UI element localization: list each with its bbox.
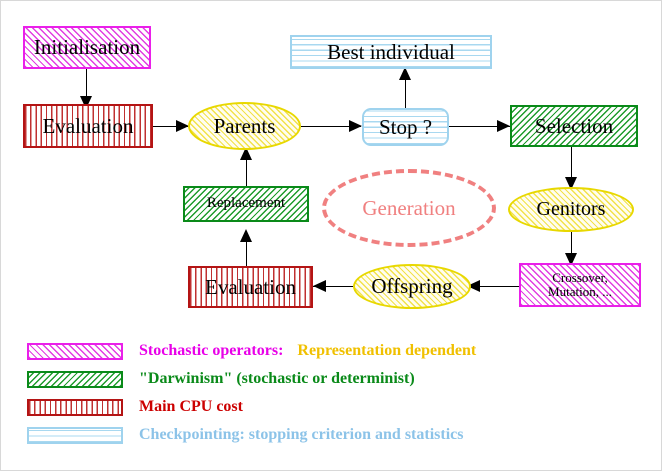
legend-label-darwinism-text: "Darwinism" (stochastic or determinist) xyxy=(139,370,415,387)
legend-label-darwinism: "Darwinism" (stochastic or determinist) xyxy=(139,370,415,388)
legend-row-stochastic-operators: Stochastic operators: Representation dep… xyxy=(1,337,661,365)
edge-evaluation-replacement xyxy=(246,231,247,267)
node-initialisation[interactable]: Initialisation xyxy=(23,26,151,69)
legend-swatch-green-diagonal-hatch-icon xyxy=(27,370,123,388)
node-parents[interactable]: Parents xyxy=(188,102,301,150)
node-stop[interactable]: Stop ? xyxy=(362,108,449,146)
node-selection-label: Selection xyxy=(534,113,614,138)
node-evaluation-top-label: Evaluation xyxy=(42,113,134,138)
edge-evaluation-parents xyxy=(153,126,193,127)
node-generation-label: Generation xyxy=(362,195,456,220)
legend-label-representation-dependent-text: Representation dependent xyxy=(297,342,477,359)
legend-label-main-cpu-cost-text: Main CPU cost xyxy=(139,398,243,415)
node-crossover-label-line1: Crossover, xyxy=(552,270,608,286)
node-genitors-label: Genitors xyxy=(536,198,606,220)
legend-label-stochastic-operators: Stochastic operators: Representation dep… xyxy=(139,342,476,360)
legend-label-main-cpu-cost: Main CPU cost xyxy=(139,398,243,416)
arrowhead-right-stop xyxy=(349,120,362,132)
arrowhead-up-replacement xyxy=(240,229,252,242)
edge-offspring-evaluation xyxy=(313,286,365,287)
node-generation: Generation xyxy=(322,169,496,247)
node-genitors[interactable]: Genitors xyxy=(508,187,634,232)
node-evaluation-bottom[interactable]: Evaluation xyxy=(188,266,313,308)
node-offspring-label: Offspring xyxy=(371,274,453,299)
legend-row-darwinism: "Darwinism" (stochastic or determinist) xyxy=(1,365,661,393)
node-evaluation-bottom-label: Evaluation xyxy=(205,274,296,299)
node-best-individual[interactable]: Best individual xyxy=(290,35,492,69)
arrowhead-right-selection xyxy=(497,120,510,132)
edge-stop-selection xyxy=(449,126,511,127)
edge-parents-stop xyxy=(301,126,361,127)
arrowhead-right-parents xyxy=(176,120,189,132)
node-initialisation-label: Initialisation xyxy=(33,35,141,60)
node-selection[interactable]: Selection xyxy=(510,105,638,147)
node-replacement-label: Replacement xyxy=(206,195,286,212)
legend-row-main-cpu-cost: Main CPU cost xyxy=(1,393,661,421)
legend-label-checkpointing-text: Checkpointing: stopping criterion and st… xyxy=(139,426,464,443)
legend-row-checkpointing: Checkpointing: stopping criterion and st… xyxy=(1,421,661,449)
arrowhead-up-parents xyxy=(240,147,252,160)
legend-swatch-blue-horizontal-lines-icon xyxy=(27,426,123,444)
edge-replacement-parents xyxy=(246,149,247,186)
node-offspring[interactable]: Offspring xyxy=(353,264,471,309)
node-replacement[interactable]: Replacement xyxy=(183,186,309,222)
arrowhead-down-crossover xyxy=(565,253,577,266)
node-evaluation-top[interactable]: Evaluation xyxy=(23,104,153,148)
edge-genitors-crossover xyxy=(571,231,572,264)
legend: Stochastic operators: Representation dep… xyxy=(1,337,661,449)
edge-crossover-offspring xyxy=(467,286,519,287)
node-crossover-mutation[interactable]: Crossover, Mutation, ... xyxy=(519,263,641,307)
edge-selection-genitors xyxy=(571,147,572,189)
arrowhead-up-best-individual xyxy=(399,67,411,80)
legend-swatch-magenta-diagonal-hatch-icon xyxy=(27,342,123,360)
legend-swatch-red-vertical-stripes-icon xyxy=(27,398,123,416)
node-parents-label: Parents xyxy=(213,113,276,138)
node-best-individual-label: Best individual xyxy=(327,39,455,64)
node-stop-label: Stop ? xyxy=(378,114,433,139)
edge-stop-best-individual xyxy=(405,69,406,108)
node-crossover-label-line2: Mutation, ... xyxy=(548,284,612,299)
edge-initialisation-evaluation xyxy=(86,69,87,104)
arrowhead-left-evaluation-bottom xyxy=(313,280,326,292)
legend-label-checkpointing: Checkpointing: stopping criterion and st… xyxy=(139,426,463,444)
legend-label-stochastic-operators-text: Stochastic operators: xyxy=(139,342,284,359)
